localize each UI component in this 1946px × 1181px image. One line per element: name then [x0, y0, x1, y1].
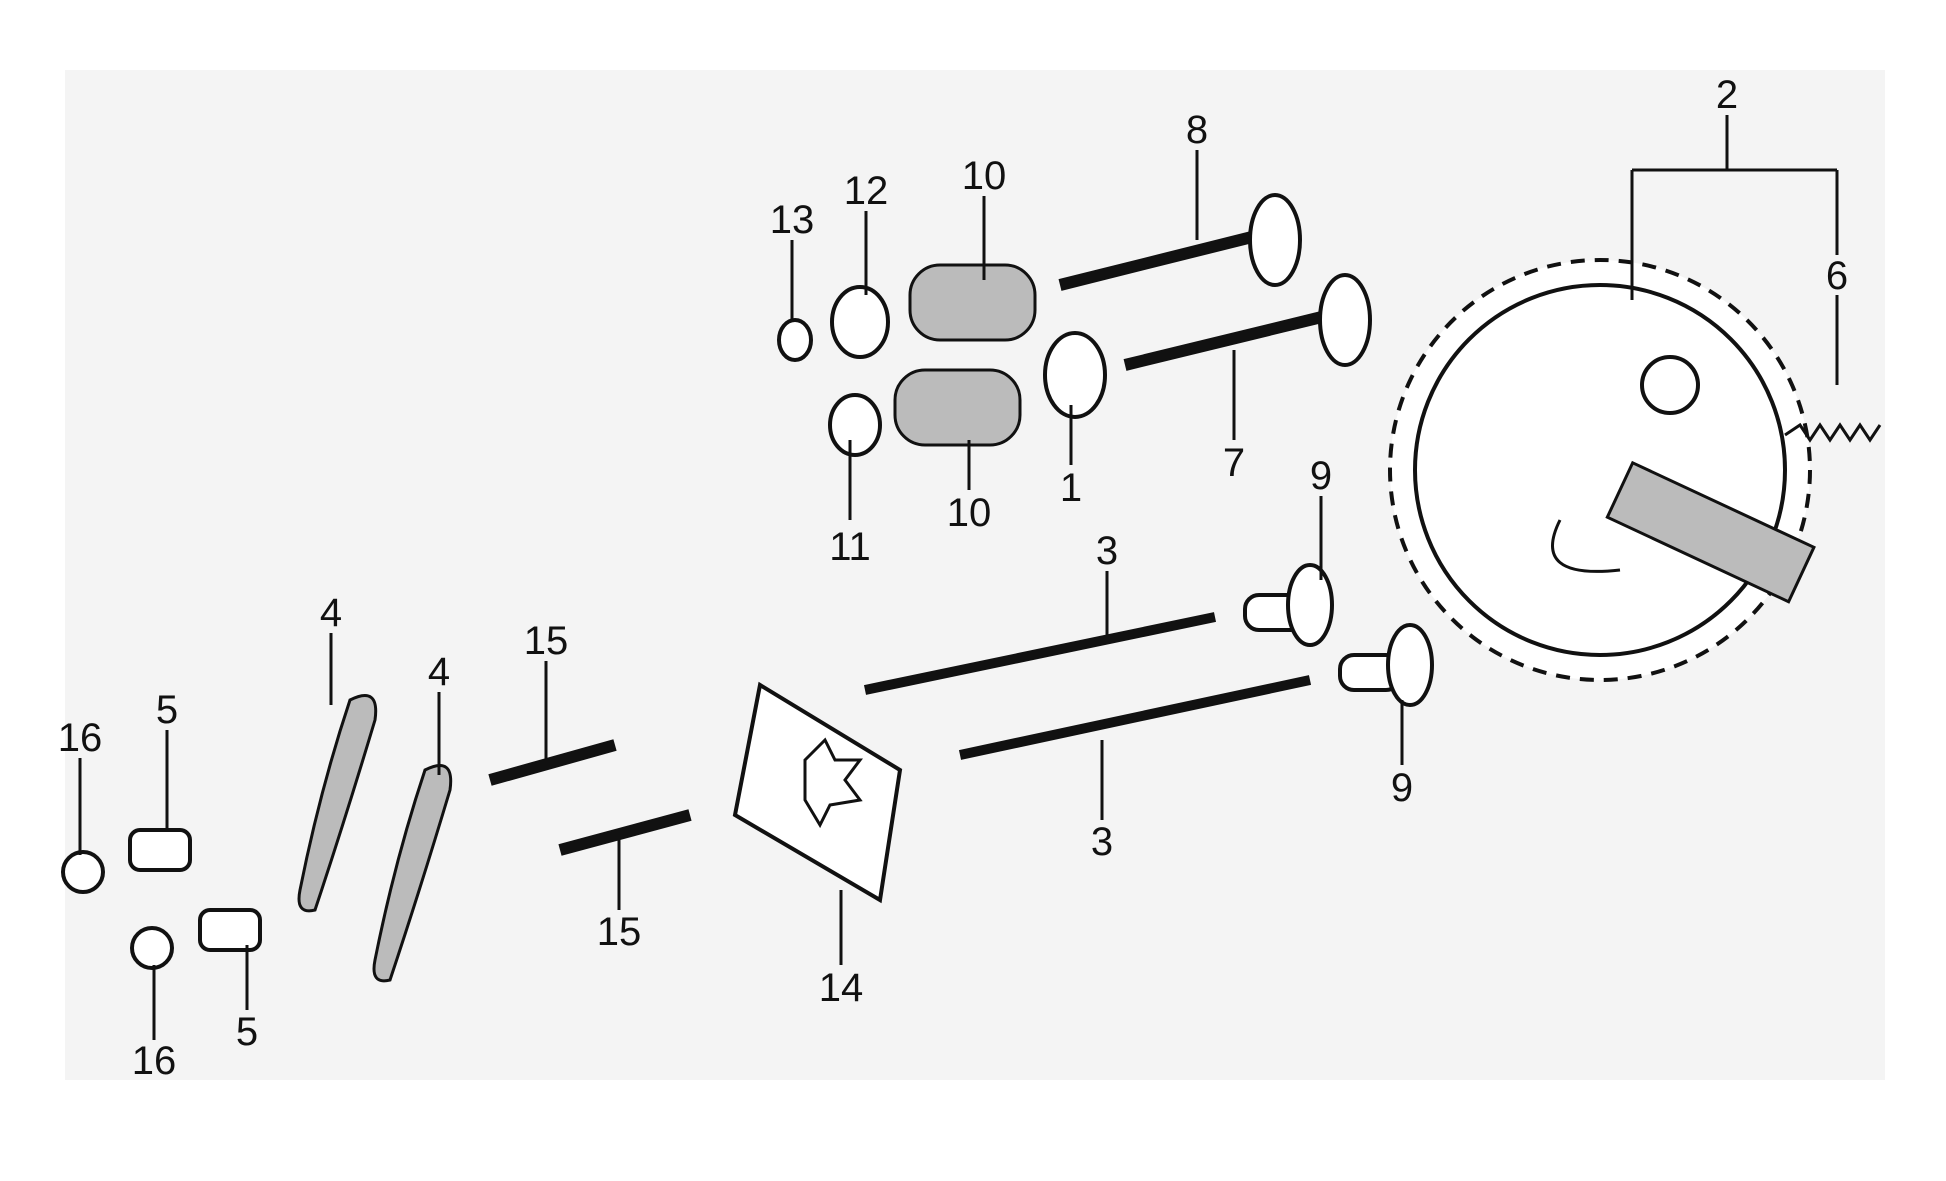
pivot-bolts — [488, 739, 692, 856]
guide-plate — [732, 681, 903, 904]
callout-7: 7 — [1223, 441, 1245, 485]
callout-16b: 16 — [132, 1039, 177, 1083]
callout-10: 10 — [962, 154, 1007, 198]
callout-1: 1 — [1060, 466, 1082, 510]
callout-16: 16 — [58, 716, 103, 760]
callout-2: 2 — [1716, 73, 1738, 117]
callout-14: 14 — [819, 966, 864, 1010]
push-rods — [863, 612, 1312, 760]
callout-6: 6 — [1826, 254, 1848, 298]
callout-9b: 9 — [1391, 766, 1413, 810]
callout-4b: 4 — [428, 650, 450, 694]
callout-4: 4 — [320, 591, 342, 635]
callout-8: 8 — [1186, 108, 1208, 152]
tappets — [1243, 563, 1434, 707]
callout-15: 15 — [524, 619, 569, 663]
callout-15b: 15 — [597, 910, 642, 954]
decompressor-spring — [1784, 422, 1882, 443]
callout-10b: 10 — [947, 491, 992, 535]
camshaft-gear — [1388, 258, 1816, 682]
callout-3: 3 — [1096, 529, 1118, 573]
callout-11: 11 — [829, 525, 871, 569]
valves — [1058, 193, 1372, 371]
callout-3b: 3 — [1091, 820, 1113, 864]
callout-5: 5 — [156, 688, 178, 732]
pivots-and-nuts — [61, 828, 262, 970]
callout-12: 12 — [844, 169, 889, 213]
rocker-arms — [297, 694, 453, 983]
leader-lines — [78, 115, 1839, 1040]
callout-13: 13 — [770, 198, 815, 242]
callout-5b: 5 — [236, 1010, 258, 1054]
valve-springs — [777, 263, 1107, 457]
callout-9: 9 — [1310, 454, 1332, 498]
